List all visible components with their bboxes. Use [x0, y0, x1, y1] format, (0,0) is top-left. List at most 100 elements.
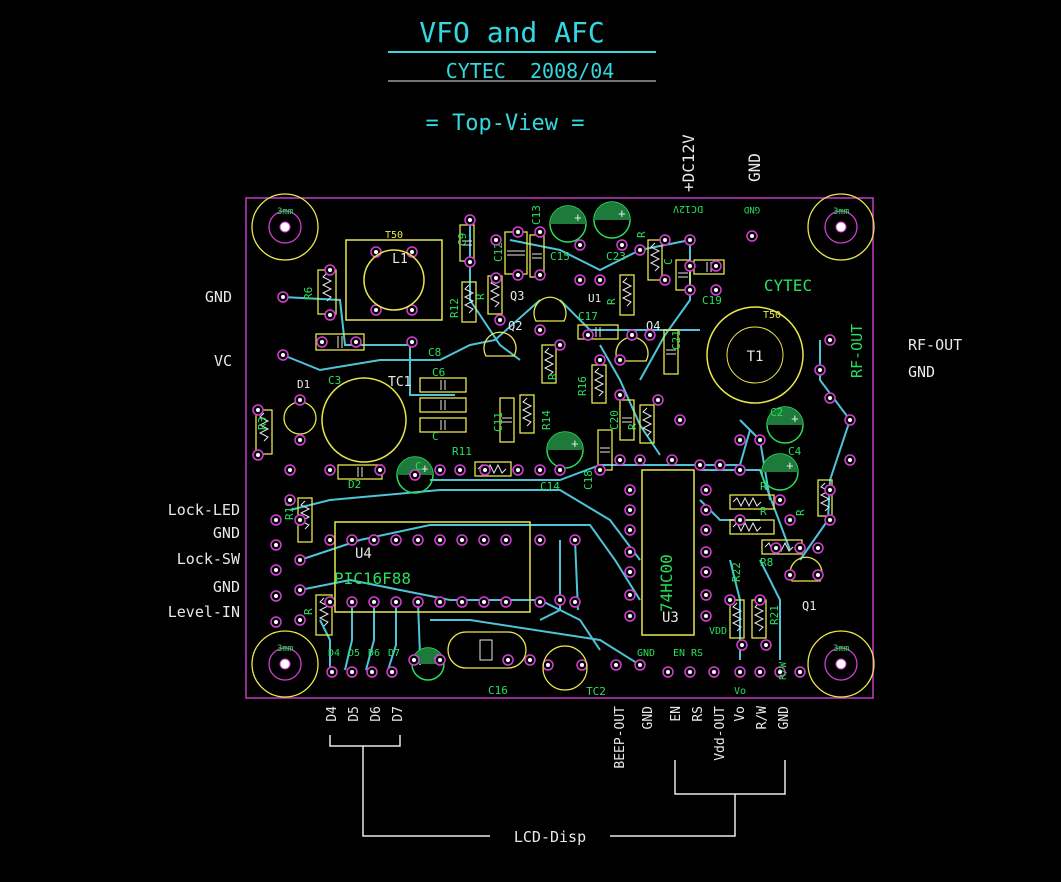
ic-74hc00-part: 74HC00 — [657, 554, 676, 612]
trace — [599, 344, 661, 456]
drill — [758, 670, 762, 674]
drill — [688, 670, 692, 674]
polarity-mark: + — [421, 461, 428, 475]
polarity-mark: + — [791, 411, 798, 425]
trace — [430, 619, 641, 666]
trace — [282, 299, 541, 372]
ic-74hc00-ref: U3 — [662, 610, 679, 626]
mount-pad — [824, 210, 858, 244]
drill — [298, 618, 302, 622]
resistor-label: R6 — [302, 287, 315, 300]
resistor-r: R — [635, 231, 663, 281]
subtitle: CYTEC 2008/04 — [446, 59, 615, 83]
drill — [628, 488, 632, 492]
capacitor-label: C — [432, 430, 439, 443]
trace — [539, 540, 561, 621]
drill — [328, 468, 332, 472]
trimmer-tc2-ref: TC2 — [586, 685, 606, 698]
electrolytic-c16: +C16 — [411, 647, 508, 697]
drill — [628, 528, 632, 532]
mount-hole — [279, 658, 291, 670]
bottom-pin-5: Vo — [733, 706, 748, 722]
transistor-q3: Q3 — [510, 289, 567, 322]
resistor-r3: R3 — [255, 409, 273, 455]
drill — [538, 328, 542, 332]
capacitor-c17: C17 — [577, 310, 619, 340]
electrolytic-label: C2 — [770, 406, 783, 419]
drill — [712, 670, 716, 674]
resistor-label: R — [605, 298, 618, 305]
silk-dc12v: DC12V — [673, 203, 703, 214]
drill — [573, 538, 577, 542]
mount-ring — [807, 193, 875, 261]
silk-vdd: VDD — [709, 626, 727, 637]
drill — [298, 518, 302, 522]
resistor-r: R — [302, 594, 333, 636]
trimmer-tc1-ref: TC1 — [388, 375, 411, 390]
drill — [628, 508, 632, 512]
drill — [320, 340, 324, 344]
drill — [558, 343, 562, 347]
resistor-r21: R21 — [751, 599, 781, 639]
drill — [828, 488, 832, 492]
drill — [538, 273, 542, 277]
drill — [516, 273, 520, 277]
mount-hole — [835, 658, 847, 670]
resistor-r: R — [605, 274, 635, 316]
drill — [828, 338, 832, 342]
trimmer-tc1: TC1 — [321, 375, 411, 463]
ic-74hc00: 74HC00 U3 — [641, 469, 695, 636]
mount-ring — [251, 193, 319, 261]
drill — [274, 518, 278, 522]
transistor-q1: Q1 — [789, 556, 823, 613]
resistor-label: R11 — [452, 445, 472, 458]
ic-pic16f88: U4 PIC16F88 — [334, 521, 531, 613]
transistor-label: Q1 — [802, 599, 816, 613]
resistor-r12: R12 — [448, 281, 477, 323]
electrolytic-label: C15 — [550, 250, 570, 263]
resistor-r: R — [541, 344, 559, 384]
drill — [816, 546, 820, 550]
drill — [288, 468, 292, 472]
bottom-pin-d6: D6 — [369, 706, 384, 722]
drill — [468, 260, 472, 264]
drill — [586, 333, 590, 337]
drill — [738, 670, 742, 674]
transformer-t1-core: T50 — [763, 310, 781, 321]
drill — [573, 600, 577, 604]
drill — [828, 396, 832, 400]
drill — [688, 238, 692, 242]
drill — [688, 288, 692, 292]
polarity-mark: + — [786, 458, 793, 472]
drill — [482, 538, 486, 542]
capacitor-c18: C18 — [582, 429, 613, 490]
drill — [578, 278, 582, 282]
drill — [298, 438, 302, 442]
drill — [288, 498, 292, 502]
drill — [704, 528, 708, 532]
capacitor-c13: C13 — [529, 205, 545, 278]
drill — [494, 238, 498, 242]
drill — [848, 418, 852, 422]
drill — [758, 438, 762, 442]
resistor-r14: R14 — [519, 394, 553, 434]
left-pin-gnd2: GND — [213, 524, 240, 542]
drill — [663, 278, 667, 282]
electrolytic-c15: +C15 — [549, 205, 587, 263]
mount-hole — [279, 221, 291, 233]
drill — [738, 438, 742, 442]
drill — [281, 295, 285, 299]
capacitor-c21: C21 — [663, 329, 683, 375]
trace — [700, 469, 791, 551]
resistor-label: R — [760, 480, 767, 493]
mount-pad — [824, 647, 858, 681]
drill — [698, 463, 702, 467]
drill — [410, 250, 414, 254]
drill — [618, 393, 622, 397]
drill — [330, 670, 334, 674]
drill — [438, 538, 442, 542]
resistor-label: R3 — [256, 417, 269, 430]
top-pin-gnd: GND — [745, 153, 764, 182]
capacitor-label: C11 — [492, 412, 505, 432]
silk-rf-out: RF-OUT — [848, 324, 866, 378]
